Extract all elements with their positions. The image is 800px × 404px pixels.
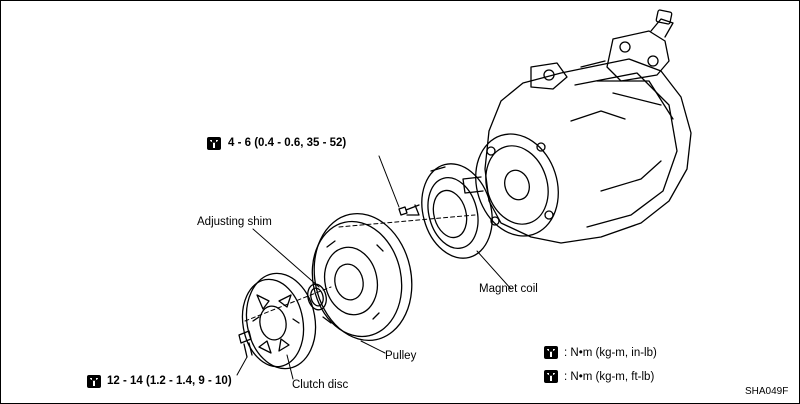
adjusting-shim-part (307, 283, 327, 311)
torque-spec-upper: 4 - 6 (0.4 - 0.6, 35 - 52) (228, 137, 347, 149)
legend-ft-lb-text: : N•m (kg-m, ft-lb) (564, 371, 655, 383)
clutch-disc-part (241, 272, 317, 370)
magnet-coil-part (421, 163, 493, 259)
torque-wrench-icon (207, 137, 221, 150)
adjusting-shim-label: Adjusting shim (197, 216, 272, 228)
pulley-label: Pulley (385, 350, 417, 362)
torque-wrench-ft-lb-icon (544, 370, 558, 383)
torque-wrench-in-lb-icon (544, 346, 558, 359)
torque-spec-lower: 12 - 14 (1.2 - 1.4, 9 - 10) (107, 375, 232, 387)
compressor-body (462, 58, 692, 244)
clutch-disc-label: Clutch disc (292, 379, 349, 391)
coil-screw (398, 204, 420, 216)
compressor-fitting (606, 9, 674, 82)
clutch-disc-bolt (238, 330, 253, 358)
magnet-coil-label: Magnet coil (479, 283, 538, 295)
pulley-part (311, 212, 413, 342)
figure-id: SHA049F (745, 386, 789, 397)
torque-wrench-icon (87, 375, 101, 388)
legend-in-lb-text: : N•m (kg-m, in-lb) (564, 347, 657, 359)
